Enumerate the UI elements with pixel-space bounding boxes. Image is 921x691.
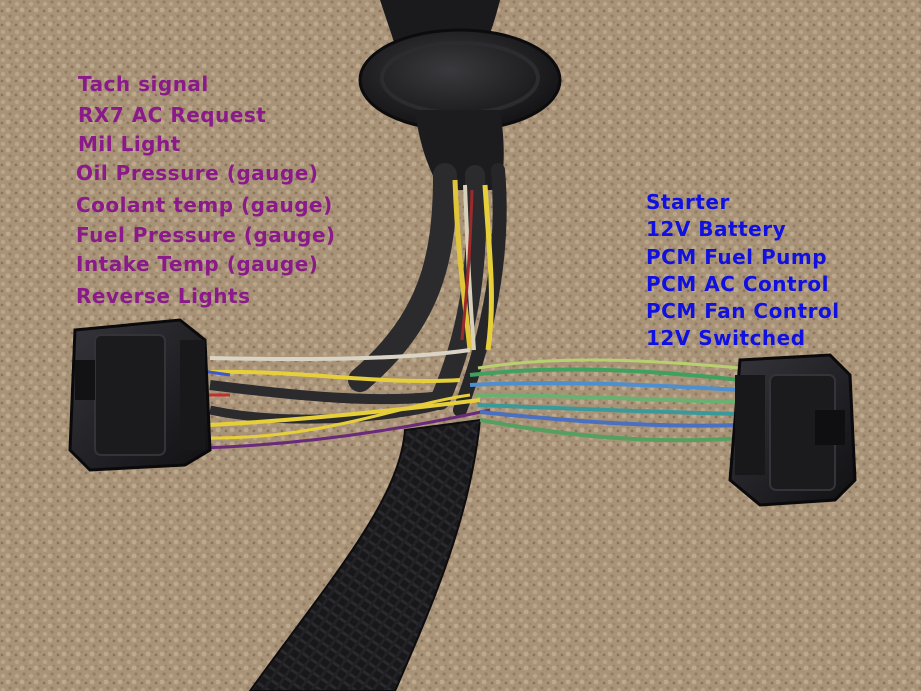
label-12v-switched: 12V Switched bbox=[646, 326, 806, 350]
right-wires bbox=[469, 358, 741, 443]
label-intake-temp: Intake Temp (gauge) bbox=[76, 252, 319, 276]
label-tach-signal: Tach signal bbox=[78, 72, 209, 96]
label-reverse-lights: Reverse Lights bbox=[76, 284, 251, 308]
left-connector bbox=[68, 318, 212, 472]
label-mil-light: Mil Light bbox=[78, 132, 181, 156]
braided-loom bbox=[248, 418, 482, 691]
right-connector bbox=[728, 353, 857, 507]
label-fuel-pressure: Fuel Pressure (gauge) bbox=[76, 223, 336, 247]
label-12v-battery: 12V Battery bbox=[646, 217, 787, 241]
left-wires bbox=[194, 348, 491, 450]
label-pcm-ac-control: PCM AC Control bbox=[646, 272, 829, 296]
label-pcm-fan-control: PCM Fan Control bbox=[646, 299, 840, 323]
label-oil-pressure: Oil Pressure (gauge) bbox=[76, 161, 319, 185]
label-starter: Starter bbox=[646, 190, 730, 214]
label-rx7-ac-request: RX7 AC Request bbox=[78, 103, 267, 127]
label-pcm-fuel-pump: PCM Fuel Pump bbox=[646, 245, 828, 269]
label-coolant-temp: Coolant temp (gauge) bbox=[76, 193, 333, 217]
